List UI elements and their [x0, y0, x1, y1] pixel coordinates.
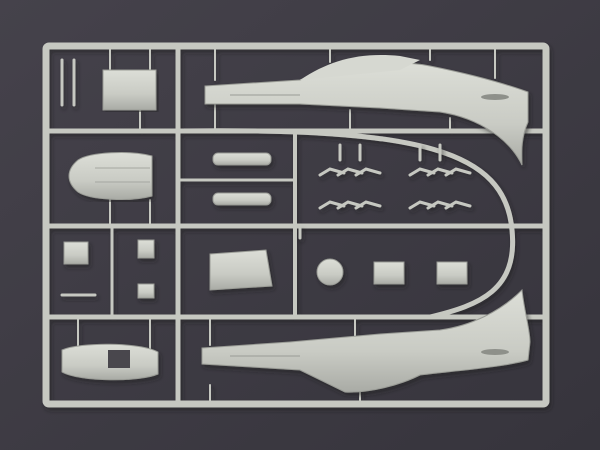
small-parts [61, 152, 468, 381]
engine-cowling [68, 152, 153, 200]
fuselage-half-bottom [201, 288, 531, 393]
fuselage-half-top [204, 55, 529, 166]
rudder-parts [60, 143, 472, 297]
cowl-panel [102, 69, 157, 111]
sprue-frame [42, 42, 550, 408]
